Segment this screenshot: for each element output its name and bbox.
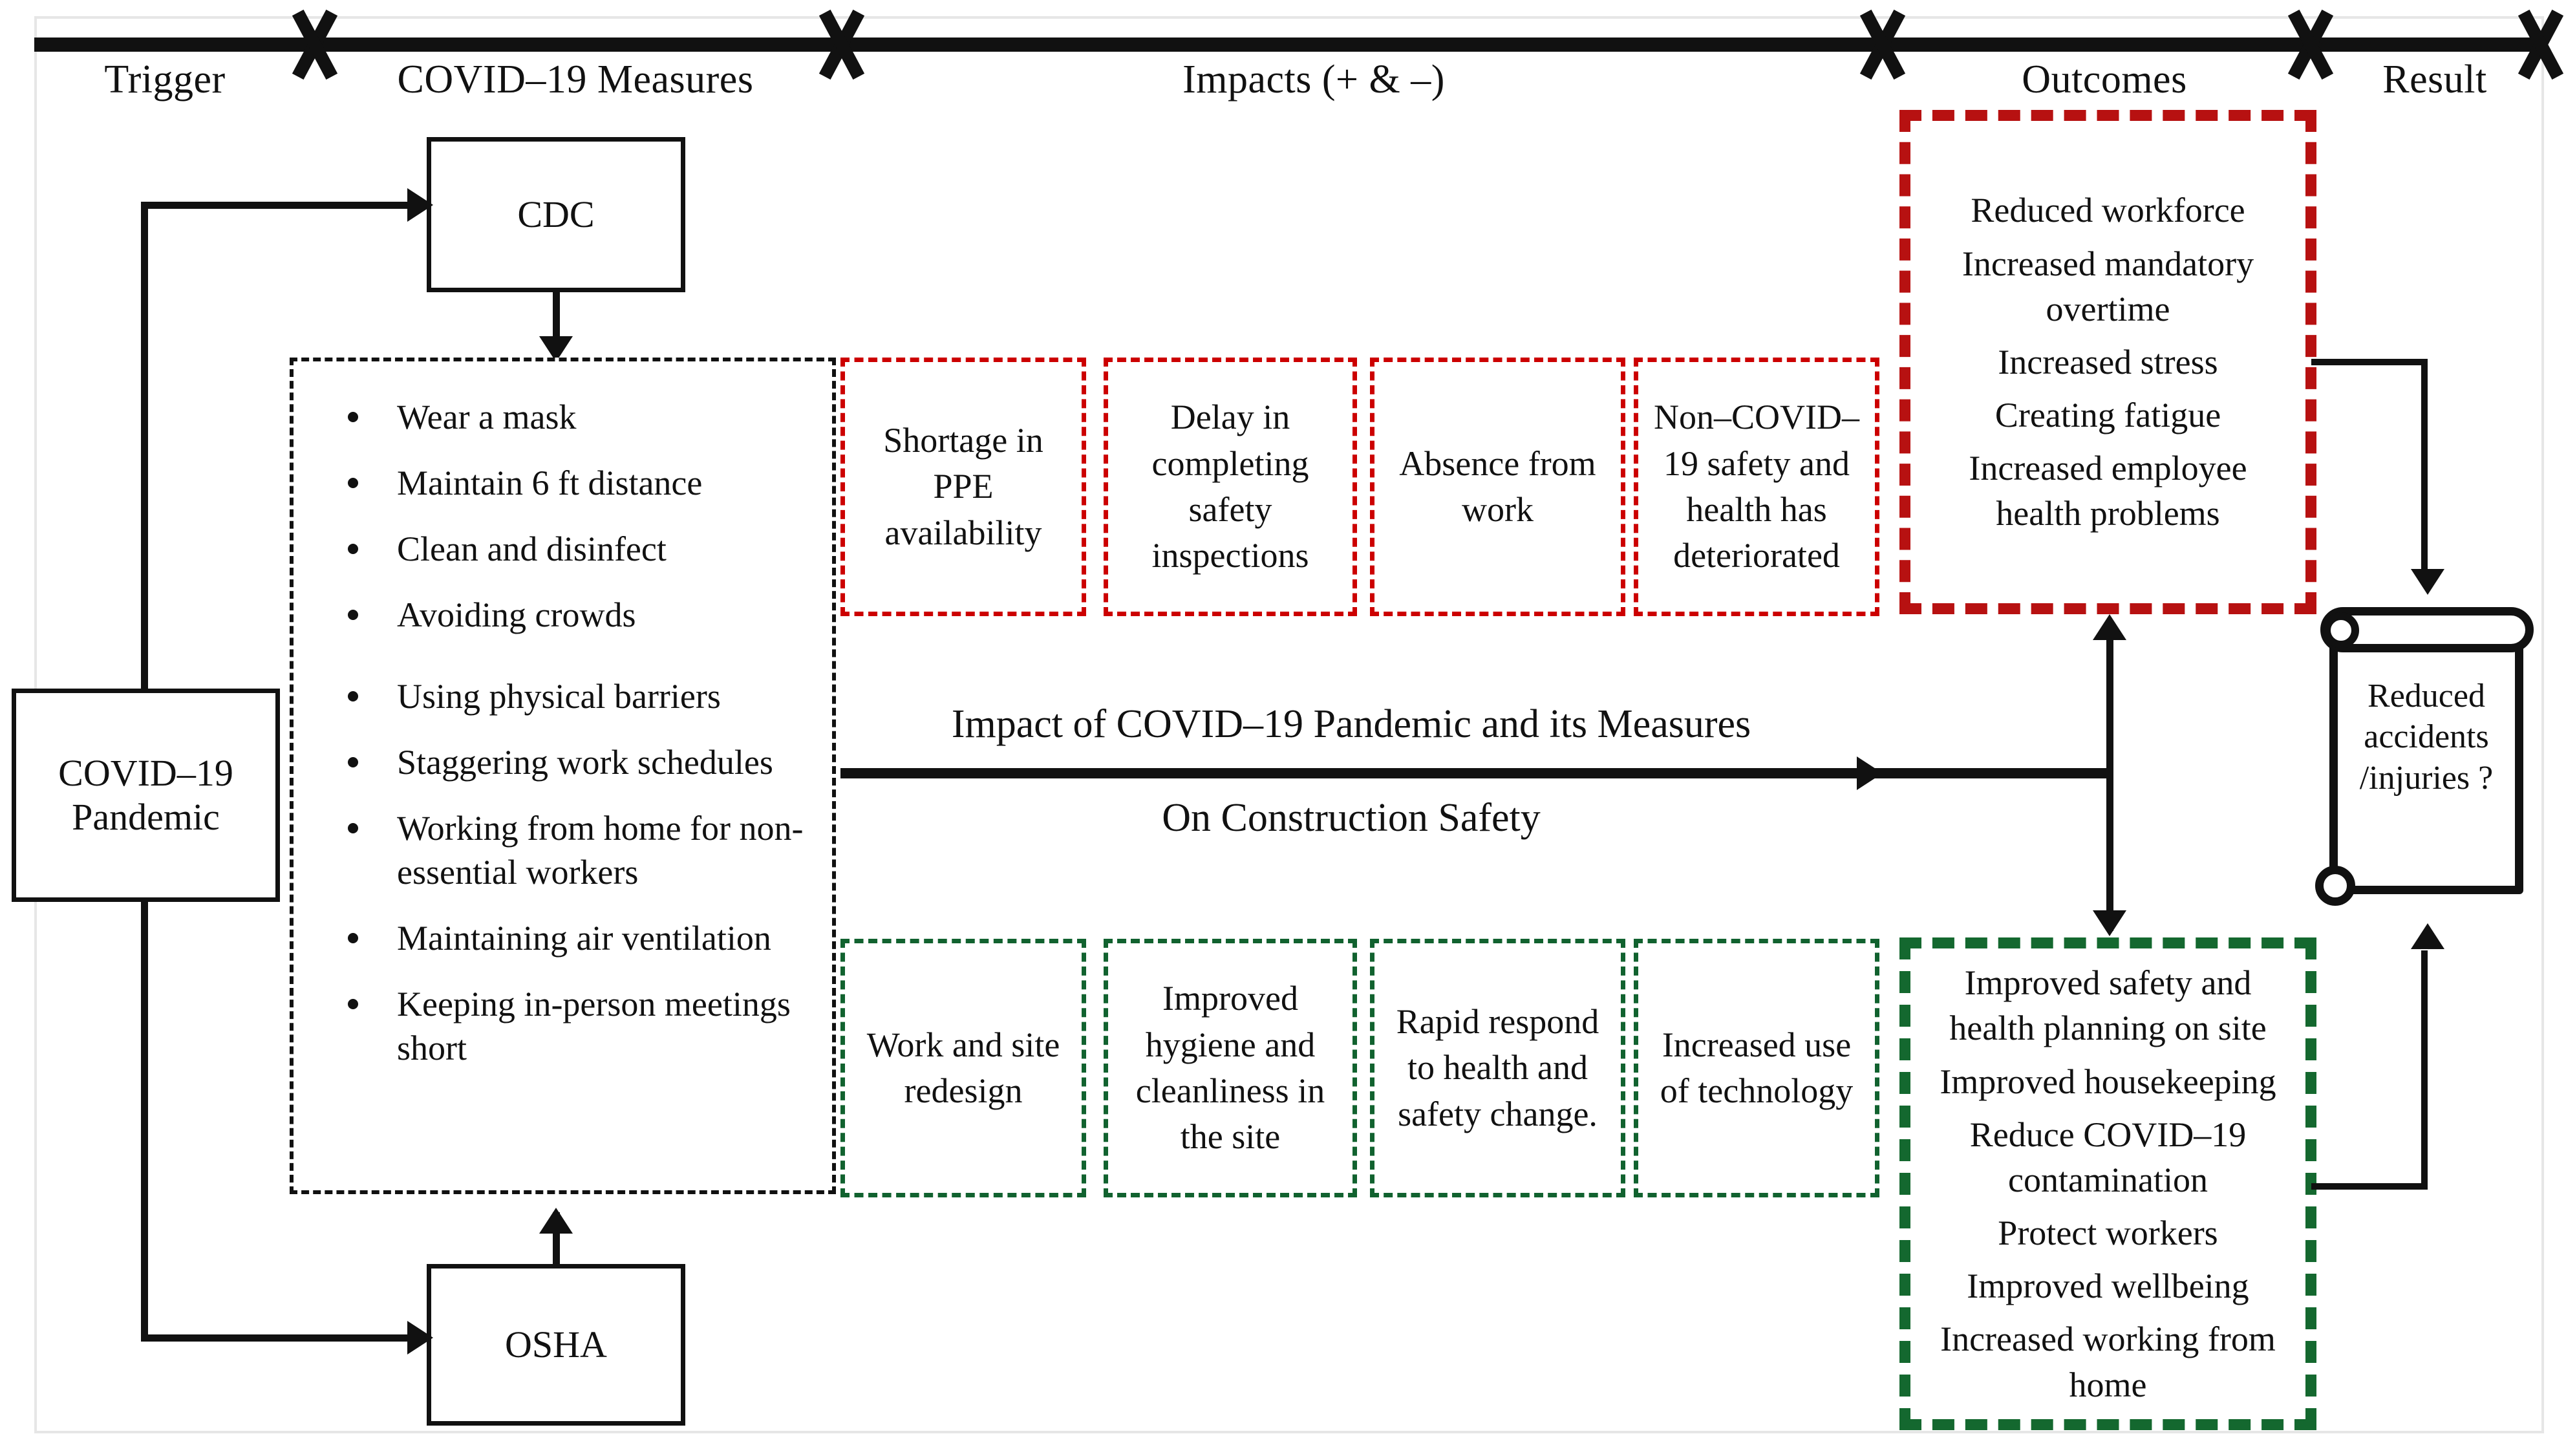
connector-negative-to-result-vertical [2421,359,2428,572]
center-arrow-line [840,768,1862,778]
positive-outcome-item: Increased working from home [1940,1320,2276,1404]
timeline-marker-3 [1861,8,1904,81]
positive-impact-cell-4[interactable]: Increased use of technology [1634,939,1879,1197]
negative-outcome-item: Increased stress [1998,342,2218,381]
timeline-label-result: Result [2382,58,2487,102]
positive-outcome-item: Improved wellbeing [1967,1267,2249,1306]
positive-outcome-item: Improved housekeeping [1940,1062,2276,1101]
connector-osha-to-measures [553,1212,560,1265]
negative-impact-cell-2[interactable]: Delay in completing safety inspections [1104,358,1357,616]
center-arrow-label-line2: On Construction Safety [1162,796,1541,840]
arrowhead-positive-to-result [2411,923,2444,949]
timeline-marker-1 [294,8,336,81]
timeline-marker-4 [2289,8,2332,81]
connector-negative-to-result-horizontal [2311,359,2428,365]
center-arrow-label-line1: Impact of COVID–19 Pandemic and its Meas… [951,702,1751,746]
measure-item: Using physical barriers [319,674,820,718]
positive-impact-cell-2[interactable]: Improved hygiene and cleanliness in the … [1104,939,1357,1197]
measure-item: Keeping in-person meetings short [319,982,820,1070]
positive-impact-cell-1[interactable]: Work and site redesign [840,939,1086,1197]
negative-impact-cell-4[interactable]: Non–COVID–19 safety and health has deter… [1634,358,1879,616]
positive-impact-cell-3[interactable]: Rapid respond to health and safety chang… [1370,939,1625,1197]
negative-impact-cell-1[interactable]: Shortage in PPE availability [840,358,1086,616]
timeline-bar [34,37,2544,52]
negative-outcome-item: Increased mandatory overtime [1962,244,2254,328]
connector-pandemic-to-osha-vertical [141,899,148,1342]
arrowhead-negative-to-result [2411,569,2444,595]
timeline-label-measures: COVID–19 Measures [397,58,754,102]
result-scroll[interactable]: Reduced accidents /injuries ? [2315,605,2534,921]
covid-measures-panel: Wear a mask Maintain 6 ft distance Clean… [290,358,836,1194]
scroll-top-curl-icon [2323,612,2359,648]
measure-item: Maintain 6 ft distance [319,461,820,505]
arrowhead-to-cdc [407,188,433,222]
negative-outcome-item: Increased employee health problems [1969,449,2247,533]
connector-center-to-outcomes [1857,768,2110,778]
measure-item: Avoiding crowds [319,593,820,637]
result-text: Reduced accidents /injuries ? [2359,678,2494,797]
connector-cdc-to-measures [553,292,560,343]
arrowhead-to-osha [407,1321,433,1354]
arrowhead-outcomes-down [2093,910,2126,936]
measure-item: Working from home for non-essential work… [319,806,820,894]
measure-item: Wear a mask [319,395,820,439]
connector-pandemic-to-osha-horizontal [141,1334,412,1342]
covid-measures-list: Wear a mask Maintain 6 ft distance Clean… [319,395,820,1070]
measure-item: Maintaining air ventilation [319,916,820,960]
negative-outcomes-panel[interactable]: Reduced workforce Increased mandatory ov… [1899,110,2316,614]
scroll-bottom-curl-icon [2315,866,2355,906]
cdc-box[interactable]: CDC [427,137,685,292]
negative-outcome-item: Reduced workforce [1971,191,2245,230]
positive-outcome-item: Reduce COVID–19 contamination [1969,1115,2247,1199]
connector-pandemic-to-cdc-vertical [141,202,148,693]
connector-pandemic-to-cdc-horizontal [141,202,412,209]
pandemic-box[interactable]: COVID–19 Pandemic [12,689,280,902]
measure-item: Clean and disinfect [319,527,820,571]
timeline-label-impacts: Impacts (+ & –) [1182,58,1445,102]
arrowhead-osha-to-measures [539,1208,573,1234]
timeline-marker-2 [820,8,863,81]
negative-impact-cell-3[interactable]: Absence from work [1370,358,1625,616]
positive-outcomes-panel[interactable]: Improved safety and health planning on s… [1899,937,2316,1430]
positive-outcome-item: Improved safety and health planning on s… [1949,963,2267,1048]
measure-item: Staggering work schedules [319,740,820,784]
arrowhead-outcomes-up [2093,614,2126,640]
timeline-label-trigger: Trigger [104,58,226,102]
osha-box[interactable]: OSHA [427,1264,685,1426]
negative-outcome-item: Creating fatigue [1994,396,2221,435]
timeline-marker-5 [2519,8,2562,81]
connector-positive-to-result-vertical [2421,950,2428,1190]
timeline-label-outcomes: Outcomes [2022,58,2187,102]
positive-outcome-item: Protect workers [1998,1214,2218,1253]
connector-positive-to-result-horizontal [2311,1183,2428,1190]
